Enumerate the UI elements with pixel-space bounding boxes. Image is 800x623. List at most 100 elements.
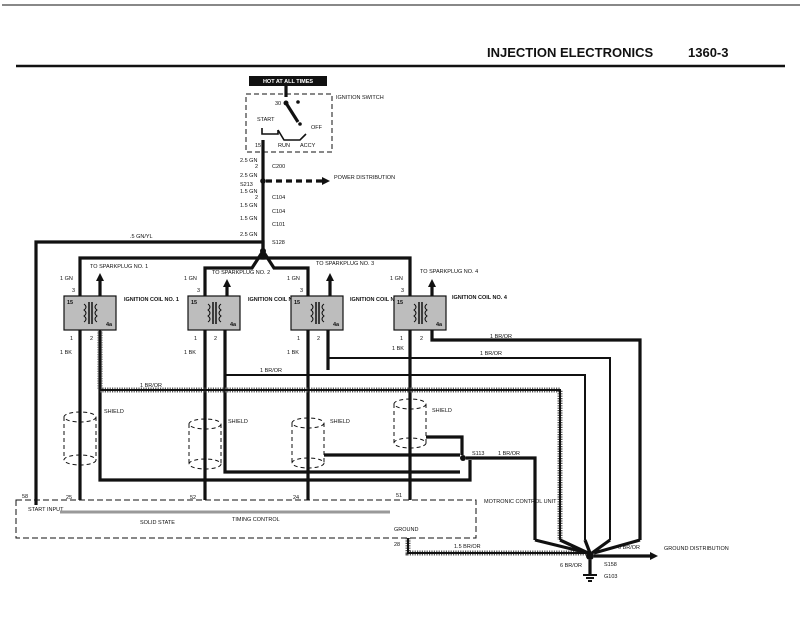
c104-pin: 2 — [255, 195, 258, 201]
ignition-switch-box — [245, 93, 333, 153]
coil-pin-15: 15 — [294, 300, 300, 306]
s113-label: S113 — [472, 451, 484, 457]
coil-2-feed-wire — [203, 250, 265, 296]
ecu-ground-pin: 28 — [394, 542, 400, 548]
shield-label: SHIELD — [330, 419, 350, 425]
coil-pin-2: 2 — [317, 336, 320, 342]
g103-label: G103 — [604, 574, 617, 580]
coil-3-ground-label: 1 BR/OR — [480, 351, 502, 357]
coil-1-ground-return — [97, 330, 563, 540]
coil-pin-1: 1 — [400, 336, 403, 342]
coil-ground-wire — [430, 330, 642, 540]
coil-winding — [207, 303, 211, 323]
power-distribution-arrow — [322, 177, 330, 185]
hot-at-all-times-label: HOT AT ALL TIMES — [263, 79, 313, 85]
start-link — [261, 128, 279, 135]
c200-pin: 2 — [255, 164, 258, 170]
feed-wire-1-label: 2.5 GN — [240, 158, 257, 164]
coil-name-label: IGNITION COIL NO. 4 — [452, 295, 508, 301]
shield-label: SHIELD — [432, 408, 452, 414]
coil-1-ground-return-outline — [99, 330, 561, 540]
coil-pin-1: 1 — [194, 336, 197, 342]
terminal-15-label: 15 — [255, 143, 261, 149]
c101-label: C101 — [272, 222, 285, 228]
s128-label: S128 — [272, 240, 285, 246]
sparkplug-arrow — [223, 279, 231, 287]
coil-output-label: 1 BK — [60, 350, 72, 356]
ecu-start-label: START INPUT — [28, 507, 64, 513]
ecu-name-label: MOTRONIC CONTROL UNIT — [484, 499, 557, 505]
s113-wire-label: 1 BR/OR — [498, 451, 520, 457]
shield-bottom — [291, 457, 325, 469]
coil-pin-4a: 4a — [333, 322, 340, 328]
coil-pin-2: 2 — [90, 336, 93, 342]
coil-output-label: 1 BK — [184, 350, 196, 356]
coil-body — [290, 295, 344, 331]
hot-at-all-times-banner — [249, 76, 327, 86]
ecu-ground-label: GROUND — [394, 527, 418, 533]
ecu-pin-label: 51 — [396, 493, 402, 499]
ground-in-wire-label: 6 BR/OR — [560, 563, 582, 569]
s113-ground-wire — [466, 456, 537, 540]
shield-drain-2 — [223, 468, 460, 474]
sparkplug-label: TO SPARKPLUG NO. 3 — [316, 261, 374, 267]
coil-pin-3: 3 — [300, 288, 303, 294]
sparkplug-arrow — [96, 273, 104, 281]
s158-label: S158 — [604, 562, 617, 568]
coil-pin-2: 2 — [214, 336, 217, 342]
ecu-solid-state-label: SOLID STATE — [140, 520, 175, 526]
ignition-coil-3: 1 GN TO SPARKPLUG NO. 3 3 15 4a IGNITION… — [287, 261, 405, 501]
coil-2-ground-return — [224, 330, 586, 540]
coil-winding — [94, 303, 98, 323]
coil-pin-4a: 4a — [106, 322, 113, 328]
coil-feed-label: 1 GN — [184, 276, 197, 282]
coil-pin-15: 15 — [191, 300, 197, 306]
coil-body — [63, 295, 117, 331]
coil-winding — [310, 303, 314, 323]
coil-1-ground-label: 1 BR/OR — [140, 383, 162, 389]
switch-start-label: START — [257, 117, 275, 123]
ecu-timing-label: TIMING CONTROL — [232, 517, 280, 523]
coil-name-label: IGNITION COIL NO. 2 — [248, 297, 303, 303]
ground-distribution-arrow — [650, 552, 658, 560]
coil-pin-15: 15 — [67, 300, 73, 306]
run-accy-link — [277, 129, 307, 141]
coil-body — [187, 295, 241, 331]
switch-contact — [284, 102, 300, 123]
sparkplug-label: TO SPARKPLUG NO. 4 — [420, 269, 478, 275]
feed-wire-4-label: 1.5 GN — [240, 203, 257, 209]
ground-out-wire-label: 6 BR/OR — [618, 545, 640, 551]
coil-pin-2: 2 — [420, 336, 423, 342]
shield-drain-1 — [98, 452, 472, 482]
ground-distribution-label: GROUND DISTRIBUTION — [664, 546, 729, 552]
c104b-label: C104 — [272, 209, 285, 215]
coil-winding — [218, 303, 222, 323]
coil-pin-3: 3 — [197, 288, 200, 294]
ground-converging-wires — [534, 538, 641, 555]
coil-3-ground-return — [327, 357, 611, 540]
motronic-control-unit: 58 START INPUT SOLID STATE TIMING CONTRO… — [15, 494, 557, 539]
coil-winding — [413, 303, 417, 323]
coil-output-label: 1 BK — [392, 346, 404, 352]
ignition-switch-label: IGNITION SWITCH — [336, 95, 384, 101]
ecu-pin-label: 25 — [66, 495, 72, 501]
s158-splice — [586, 552, 594, 560]
page-number: 1360-3 — [688, 45, 728, 60]
coil-pin-3: 3 — [401, 288, 404, 294]
coil-feed-label: 1 GN — [287, 276, 300, 282]
coil-pin-15: 15 — [397, 300, 403, 306]
s213-splice — [260, 178, 266, 184]
s213-label: S213 — [240, 182, 253, 188]
coil-pin-3: 3 — [72, 288, 75, 294]
shield-label: SHIELD — [104, 409, 124, 415]
switch-contact-dot — [296, 100, 300, 104]
switch-contact-dot — [298, 122, 302, 126]
sparkplug-arrow — [326, 273, 334, 281]
switch-run-label: RUN — [278, 143, 290, 149]
coil-name-label: IGNITION COIL NO. 1 — [124, 297, 179, 303]
coil-name-label: IGNITION COIL NO. 3 — [350, 297, 405, 303]
feed-wire-2-label: 2.5 GN — [240, 173, 257, 179]
c200-label: C200 — [272, 164, 285, 170]
shield-label: SHIELD — [228, 419, 248, 425]
